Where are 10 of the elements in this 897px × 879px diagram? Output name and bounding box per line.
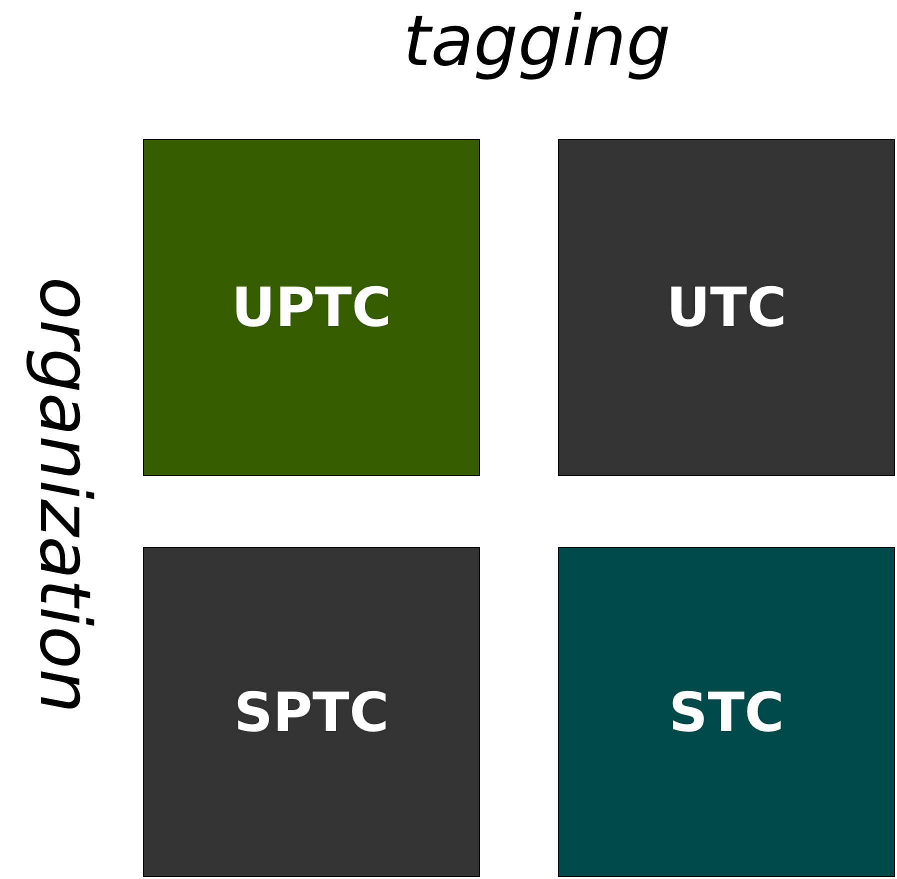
quadrant-box bbox=[558, 139, 895, 476]
quadrant-box bbox=[143, 139, 480, 476]
axis-title: organization bbox=[24, 276, 106, 714]
quadrant-label: SPTC bbox=[234, 680, 389, 744]
quadrant-label: UPTC bbox=[232, 276, 392, 339]
axis-title: tagging bbox=[403, 0, 671, 82]
quadrant-box bbox=[558, 547, 895, 877]
quadrant-label: STC bbox=[668, 680, 784, 744]
quadrant-box bbox=[143, 547, 480, 877]
quadrant-label: UTC bbox=[666, 276, 787, 339]
